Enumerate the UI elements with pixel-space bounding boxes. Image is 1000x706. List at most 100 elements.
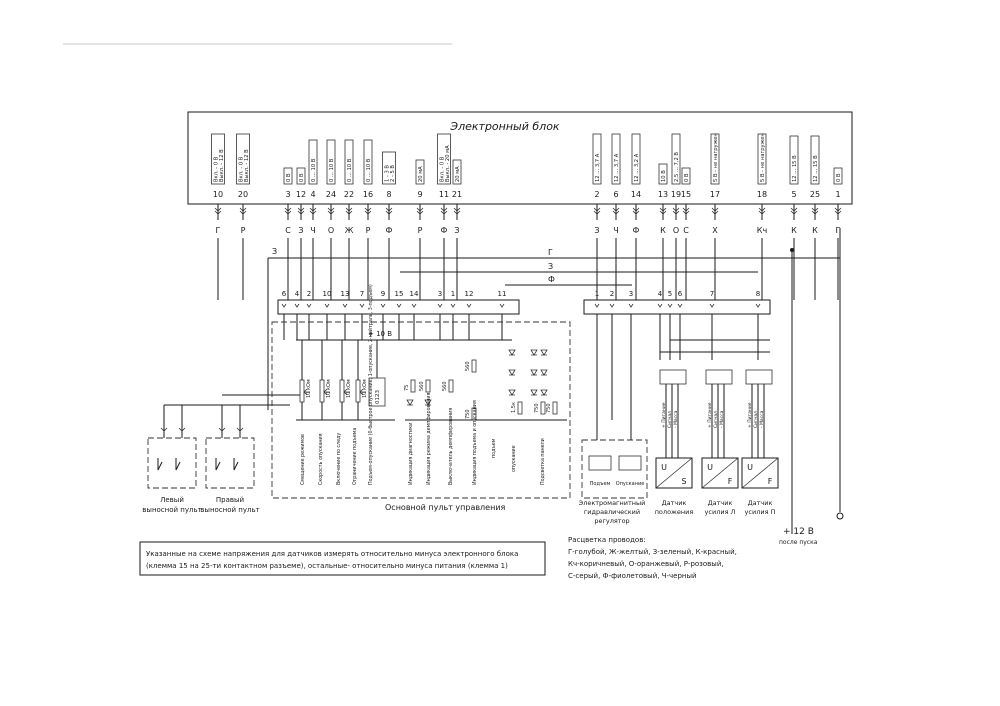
led-symbol (540, 369, 548, 376)
led-symbol (540, 389, 548, 396)
pin-rating: 0 В (286, 173, 292, 182)
connector-chevron (411, 303, 417, 308)
led-symbol (530, 369, 538, 376)
panel-switch-label: Скорость опускания (318, 433, 324, 485)
sensor-label: Датчик (748, 499, 773, 507)
pin-rating: 0 ... 10 В (311, 158, 317, 182)
wire-chevron (834, 207, 842, 215)
pin-number: 13 (658, 190, 668, 199)
pin-rating-box (363, 139, 373, 185)
connector-left-pin: 13 (341, 290, 350, 298)
wire-color-label: Г (836, 226, 841, 235)
panel-switch-label: Ограничение подъема (352, 428, 358, 485)
pin-rating: Выкл. - 20 мА (445, 145, 451, 182)
wire-chevron (214, 207, 222, 215)
wire-chevron (711, 207, 719, 215)
power-sublabel: после пуска (779, 539, 818, 546)
resistor (425, 379, 431, 393)
pin-rating: 2 - 5 В (390, 165, 396, 182)
connector-chevron (324, 303, 330, 308)
resistor-value: 750 (546, 403, 552, 413)
connector-chevron (628, 303, 634, 308)
connector-left-pin: 6 (282, 290, 287, 298)
pin-rating: 12 ... 15 В (792, 155, 798, 182)
connector-left-pin: 1 (451, 290, 455, 298)
panel-indicator-label: Индикация подъема и опускания (472, 400, 478, 485)
pin-rating-box (789, 135, 799, 185)
pin-rating: 1 - 3 В (385, 165, 391, 182)
pin-rating: 12 ... 15 В (813, 155, 819, 182)
pin-rating: Выкл. - 12 В (244, 149, 250, 182)
pin-rating-box (681, 167, 691, 185)
wire-color-label: Р (418, 226, 423, 235)
sensor-wire-label: Сигнал (753, 411, 759, 428)
pin-rating-box (283, 167, 293, 185)
pin-rating-box (592, 133, 602, 185)
remote-chevron (160, 427, 186, 432)
pot-value: 10 кОм (362, 379, 368, 398)
pin-number: 6 (613, 190, 618, 199)
pin-rating-box (611, 133, 621, 185)
led-symbol (406, 399, 414, 406)
panel-indicator-label: Индикация диагностики (408, 423, 414, 485)
resistor-value: 75 (404, 385, 410, 391)
sensor-label: усилия П (745, 508, 776, 516)
wire-color-label: З (298, 226, 303, 235)
pin-rating: 0 В (684, 173, 690, 182)
sensor-diagonal (655, 457, 693, 489)
ground-terminal (836, 512, 844, 520)
pin-rating-box (236, 133, 250, 185)
color-code-line-3: С-серый, Ф-фиолетовый, Ч-черный (568, 572, 697, 580)
color-code-title: Расцветка проводов: (568, 536, 646, 544)
pin-number: 16 (363, 190, 373, 199)
wire-chevron (416, 207, 424, 215)
wire-color-label: Ч (310, 226, 315, 235)
wire-color-label: Ч (613, 226, 618, 235)
panel-switch-label: Подъем-опускание (0-быстрое опускание, 1… (367, 284, 374, 485)
resistor (517, 401, 523, 415)
sensor-wire-label: - Масса (673, 410, 679, 428)
pin-rating-box (296, 167, 306, 185)
wire-chevron (297, 207, 305, 215)
pin-rating: 0 ... 10 В (329, 158, 335, 182)
pin-rating: 0 ... 10 В (347, 158, 353, 182)
pin-rating-box (415, 159, 425, 185)
pin-rating-box (671, 133, 681, 185)
wire-chevron (632, 207, 640, 215)
connector-chevron (499, 303, 505, 308)
connector-chevron (609, 303, 615, 308)
connector-left-pin: 7 (360, 290, 364, 298)
color-code-line-2: Кч-коричневый, О-оранжевый, Р-розовый, (568, 560, 724, 568)
wire-color-label: Кч (757, 226, 767, 235)
note-line-2: (клемма 15 на 25-ти контактном разъеме),… (146, 562, 508, 570)
connector-left-pin: 4 (295, 290, 300, 298)
pot-value: 10 кОм (326, 379, 332, 398)
bus-label-f: Ф (548, 275, 555, 284)
pot-value: 10 кОм (346, 379, 352, 398)
remote-label: Левый (160, 496, 184, 504)
mode-digits: 0123 (375, 390, 381, 404)
pin-number: 5 (791, 190, 796, 199)
sensor-wire-label: - Масса (759, 410, 765, 428)
indicator-sub-up: подъем (492, 438, 497, 458)
pin-rating: 20 мА (455, 166, 461, 182)
pin-number: 1 (835, 190, 840, 199)
pin-rating: 12 ... 3,7 А (614, 153, 620, 182)
power-node (790, 248, 794, 252)
sensor-connector (745, 369, 773, 385)
wire-chevron (453, 207, 461, 215)
pin-rating: 5 В - не нагружен (760, 133, 766, 182)
indicator-sub-down: опускание (512, 445, 517, 472)
wire-color-label: Х (712, 226, 718, 235)
wire-color-label: О (673, 226, 679, 235)
pin-rating-box (710, 133, 720, 185)
panel-indicator-label: Выключатель демпфирования (448, 408, 454, 485)
resistor (552, 401, 558, 415)
sensor-letter: U (747, 463, 753, 472)
connector-chevron (380, 303, 386, 308)
connector-left-pin: 12 (465, 290, 474, 298)
potentiometer (339, 379, 345, 403)
connector-left-pin: 14 (410, 290, 419, 298)
power-label: + 12 В (783, 527, 814, 537)
